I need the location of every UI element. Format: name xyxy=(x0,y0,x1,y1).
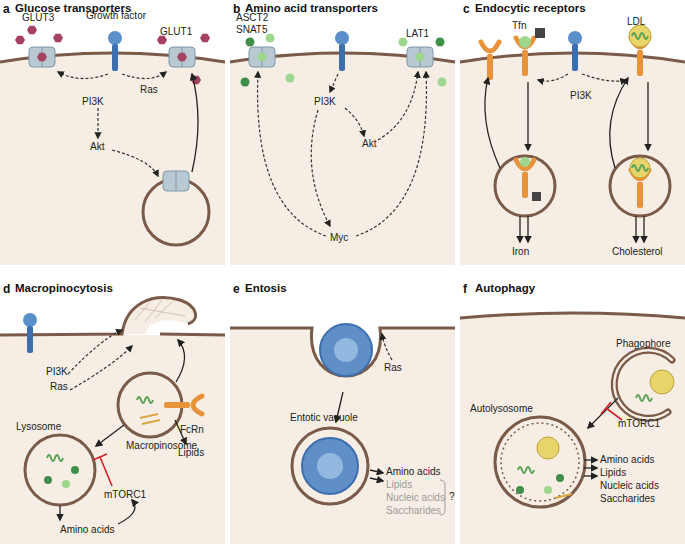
part-label: Lipids xyxy=(178,447,204,459)
part-label: Ras xyxy=(140,84,158,96)
panel-letter: a xyxy=(3,2,10,16)
cell-interior xyxy=(0,53,225,265)
receptor xyxy=(108,31,122,71)
part-label: GLUT1 xyxy=(160,26,192,38)
part-label: FcRn xyxy=(180,424,204,436)
part-label: Ras xyxy=(50,381,68,393)
part-label: Growth factor xyxy=(86,10,146,22)
panel-title: Macropinocytosis xyxy=(15,282,113,294)
part-label: Entotic vacuole xyxy=(290,412,358,424)
figure-panel: d Macropinocytosis xyxy=(0,280,225,544)
part-label: Nucleic acids xyxy=(600,480,659,492)
panel-c-art xyxy=(460,25,685,265)
part-label: Iron xyxy=(512,246,529,258)
signal-arrows xyxy=(58,72,166,176)
part-label: PI3K xyxy=(82,96,104,108)
part-label: Lipids xyxy=(386,479,412,491)
part-label: Cholesterol xyxy=(612,246,663,258)
part-label: GLUT3 xyxy=(22,12,54,24)
panel-f-art xyxy=(460,313,685,544)
part-label: mTORC1 xyxy=(104,489,146,501)
part-label: Akt xyxy=(362,138,376,150)
panel-letter: d xyxy=(3,282,10,296)
part-label: Myc xyxy=(330,232,348,244)
transporter xyxy=(169,47,195,67)
panel-title: Entosis xyxy=(245,282,287,294)
part-label: LDL xyxy=(627,16,645,28)
figure-panel: c Endocytic receptors xyxy=(460,0,685,265)
part-label: ASCT2 SNAT5 xyxy=(236,12,272,36)
part-label: Ras xyxy=(384,362,402,374)
panel-letter: f xyxy=(463,282,467,296)
panel-title: Autophagy xyxy=(475,282,535,294)
part-label: Autolysosome xyxy=(470,403,533,415)
panel-title: Endocytic receptors xyxy=(475,2,586,14)
panel-d-art xyxy=(0,298,225,544)
transporter xyxy=(29,47,55,67)
part-label: Akt xyxy=(90,141,104,153)
part-label: PI3K xyxy=(570,90,592,102)
part-label: PI3K xyxy=(314,96,336,108)
part-label: Amino acids xyxy=(600,454,654,466)
panel-e-art xyxy=(230,324,455,544)
part-label: Saccharides xyxy=(600,493,655,505)
panel-letter: e xyxy=(233,282,240,296)
part-label: PI3K xyxy=(46,366,68,378)
part-label: Lysosome xyxy=(16,421,61,433)
part-label: Amino acids xyxy=(60,524,114,536)
part-label: Lipids xyxy=(600,467,626,479)
part-label: Tfn xyxy=(512,20,526,32)
part-label: LAT1 xyxy=(406,28,429,40)
panel-letter: c xyxy=(463,2,470,16)
part-label: mTORC1 xyxy=(618,418,660,430)
panel-a-art xyxy=(0,26,225,265)
figure-panel: bAmino acid transporters xyxy=(230,0,455,265)
figure-panel: aGlucose transporters xyxy=(0,0,225,265)
part-label: ? xyxy=(449,491,455,503)
part-label: Saccharides xyxy=(386,505,441,517)
part-label: Phagophore xyxy=(616,338,671,350)
panel-b-art xyxy=(230,31,455,265)
part-label: Nucleic acids xyxy=(386,492,445,504)
part-label: Amino acids xyxy=(386,466,440,478)
